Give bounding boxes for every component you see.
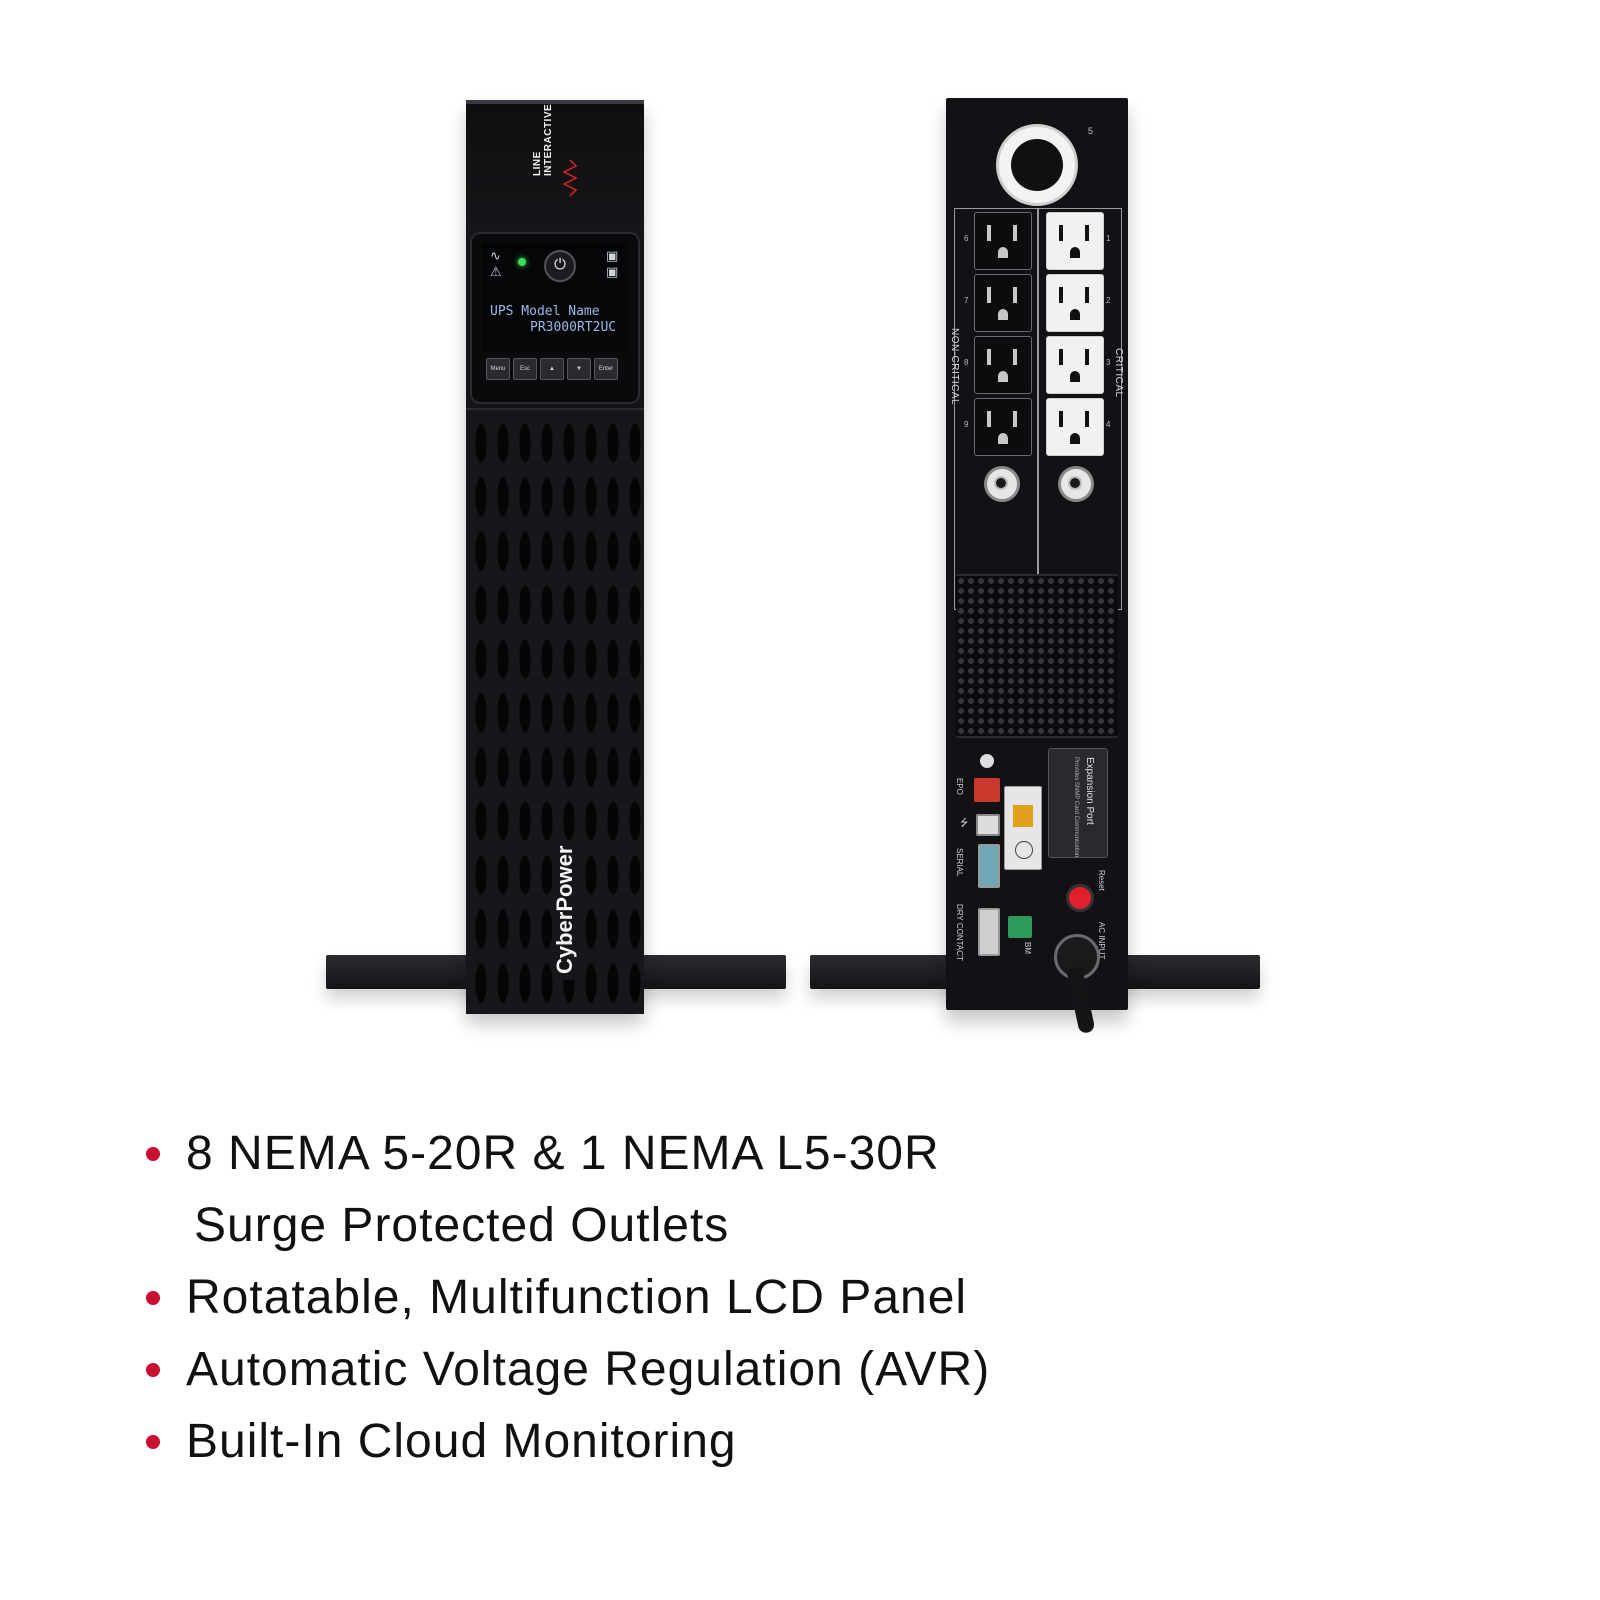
circuit-breaker-critical[interactable] <box>1058 466 1094 502</box>
non-critical-label: NON-CRITICAL <box>949 328 960 406</box>
lcd-line-1: UPS Model Name <box>490 304 600 319</box>
bullet-dot <box>146 1291 160 1305</box>
feature-text: Rotatable, Multifunction LCD Panel <box>186 1271 968 1324</box>
front-vent-grille <box>466 408 644 1014</box>
outlet-7 <box>974 274 1032 332</box>
outlet-4 <box>1046 398 1104 456</box>
outlet-label-3: 3 <box>1106 358 1111 367</box>
outlet-1 <box>1046 212 1104 270</box>
bullet-dot <box>146 1435 160 1449</box>
status-led <box>518 258 526 266</box>
menu-button[interactable]: Menu <box>486 358 510 380</box>
epo-label: EPO <box>955 778 964 795</box>
usb-port[interactable] <box>976 814 1000 836</box>
outlet-label-1: 1 <box>1106 234 1111 243</box>
feature-outlets: 8 NEMA 5-20R & 1 NEMA L5-30R Surge Prote… <box>140 1118 1440 1262</box>
line-interactive-badge: LINE INTERACTIVE <box>532 103 554 176</box>
expansion-port-card[interactable]: Expansion Port Provides SNMP Card Commun… <box>1048 748 1108 858</box>
outlet-2 <box>1046 274 1104 332</box>
bullet-dot <box>146 1147 160 1161</box>
up-button[interactable]: ▲ <box>540 358 564 380</box>
reset-label: Reset <box>1097 870 1106 891</box>
ups-front-view: LINE INTERACTIVE ∿ ⚠ ⏻ ▣ ▣ UPS Model Nam… <box>466 100 644 1014</box>
ethernet-port[interactable] <box>1013 805 1033 827</box>
outlet-number-5: 5 <box>1088 126 1094 136</box>
outlet-6 <box>974 212 1032 270</box>
outlet-3 <box>1046 336 1104 394</box>
outlet-label-7: 7 <box>964 296 969 305</box>
feature-text: 8 NEMA 5-20R & 1 NEMA L5-30R <box>186 1127 940 1180</box>
enter-button[interactable]: Enter <box>594 358 618 380</box>
expansion-port-title: Expansion Port <box>1084 757 1095 825</box>
feature-cloud-monitoring: Built-In Cloud Monitoring <box>140 1406 1440 1478</box>
reset-button[interactable] <box>1066 884 1094 912</box>
lcd-panel: ∿ ⚠ ⏻ ▣ ▣ UPS Model Name PR3000RT2UC Men… <box>470 232 640 404</box>
feature-text-continued: Surge Protected Outlets <box>194 1199 730 1252</box>
outlet-label-6: 6 <box>964 234 969 243</box>
dry-contact-port[interactable] <box>978 908 1000 956</box>
ups-rear-view: 5 NON-CRITICAL CRITICAL 6 7 8 9 1 2 3 4 … <box>946 98 1128 1035</box>
sine-wave-icon <box>562 160 578 196</box>
esc-button[interactable]: Esc <box>513 358 537 380</box>
lcd-screen: ∿ ⚠ ⏻ ▣ ▣ UPS Model Name PR3000RT2UC <box>482 242 628 352</box>
outlet-label-8: 8 <box>964 358 969 367</box>
critical-label: CRITICAL <box>1113 348 1124 398</box>
epo-port[interactable] <box>974 778 1000 802</box>
dry-contact-label: DRY CONTACT <box>955 904 964 961</box>
outlet-9 <box>974 398 1032 456</box>
bm-port[interactable] <box>1008 916 1032 938</box>
warning-icon: ⚠ <box>490 264 502 279</box>
ac-wave-icon: ∿ <box>490 248 501 263</box>
nema-l5-30r-outlet <box>996 124 1078 206</box>
outlet-label-4: 4 <box>1106 420 1111 429</box>
feature-avr: Automatic Voltage Regulation (AVR) <box>140 1334 1440 1406</box>
battery-icon: ▣ <box>606 248 619 263</box>
feature-text: Built-In Cloud Monitoring <box>186 1415 737 1468</box>
feature-text: Automatic Voltage Regulation (AVR) <box>186 1343 991 1396</box>
feature-list: 8 NEMA 5-20R & 1 NEMA L5-30R Surge Prote… <box>140 1118 1440 1478</box>
cooling-fan-grille <box>956 574 1118 738</box>
product-photo: LINE INTERACTIVE ∿ ⚠ ⏻ ▣ ▣ UPS Model Nam… <box>326 98 1260 1035</box>
outlet-label-2: 2 <box>1106 296 1111 305</box>
bm-label: BM <box>1023 942 1032 954</box>
lcd-button-row: Menu Esc ▲ ▼ Enter <box>486 358 618 380</box>
serial-label: SERIAL <box>955 848 964 877</box>
brand-logo: CyberPower <box>552 839 578 980</box>
power-button[interactable]: ⏻ <box>544 250 576 282</box>
serial-port[interactable] <box>978 844 1000 888</box>
cloud-icon <box>1015 841 1033 859</box>
power-cord <box>1066 966 1096 1035</box>
expansion-port-subtitle: Provides SNMP Card Communication <box>1073 757 1079 858</box>
lcd-line-2: PR3000RT2UC <box>530 320 617 335</box>
outlet-8 <box>974 336 1032 394</box>
outlet-label-9: 9 <box>964 420 969 429</box>
usb-icon: ⭍ <box>960 818 969 829</box>
front-top-panel: LINE INTERACTIVE <box>466 100 644 236</box>
ground-screw-icon <box>980 754 994 768</box>
down-button[interactable]: ▼ <box>567 358 591 380</box>
circuit-breaker-non-critical[interactable] <box>984 466 1020 502</box>
network-card-slot <box>1004 786 1042 870</box>
bullet-dot <box>146 1363 160 1377</box>
battery-fault-icon: ▣ <box>606 264 619 279</box>
feature-lcd-panel: Rotatable, Multifunction LCD Panel <box>140 1262 1440 1334</box>
